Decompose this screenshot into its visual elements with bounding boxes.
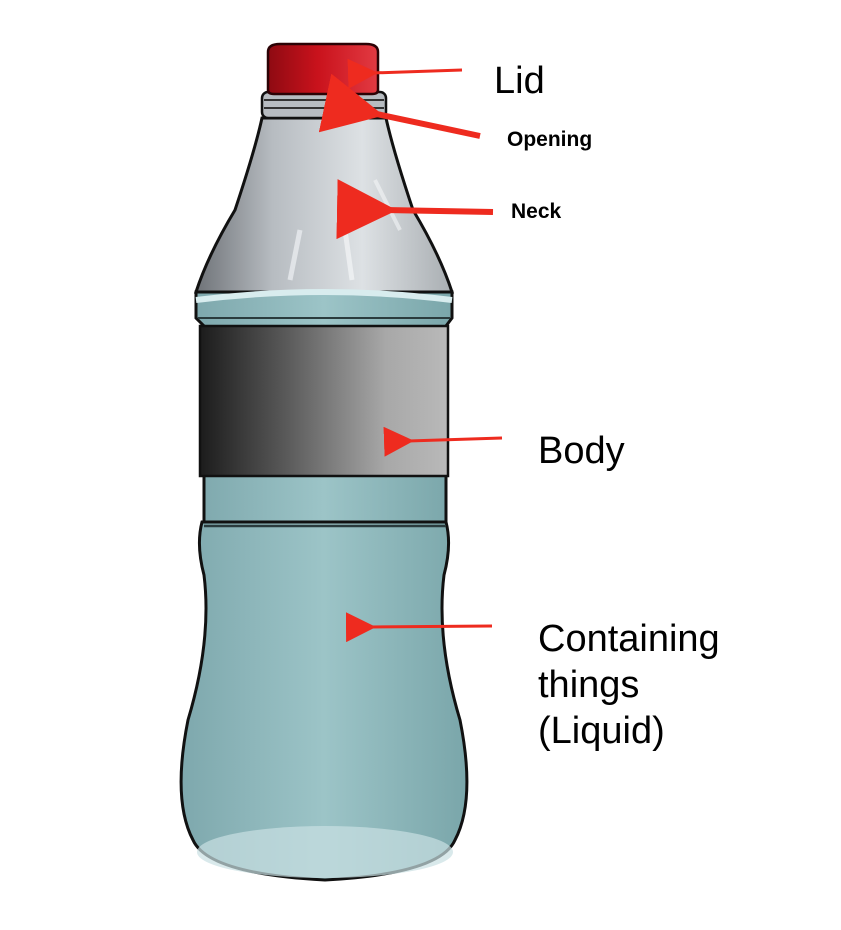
opening-ring: [260, 90, 388, 120]
label-band: [198, 324, 450, 478]
lid-shape: [266, 42, 380, 96]
label-lid: Lid: [494, 60, 545, 102]
label-containing-line: Containing: [538, 618, 720, 660]
label-opening: Opening: [507, 128, 593, 151]
shoulder-ring: [195, 289, 453, 303]
neck-rib: [287, 229, 303, 281]
label-neck: Neck: [511, 200, 562, 223]
bottle-bottom: [197, 826, 453, 878]
arrow-neck: [336, 179, 494, 240]
label-body: Body: [538, 430, 625, 472]
arrow-opening: [318, 73, 481, 139]
label-containing-line: things: [538, 664, 640, 706]
arrow-body: [383, 426, 503, 457]
label-containing-things: Containing things (Liquid): [538, 616, 798, 754]
label-containing-line: (Liquid): [538, 710, 665, 752]
bottle-neck: [193, 116, 455, 294]
arrow-containing: [345, 612, 493, 643]
arrow-lid: [347, 58, 463, 89]
bottle-lower-body: [179, 520, 469, 882]
